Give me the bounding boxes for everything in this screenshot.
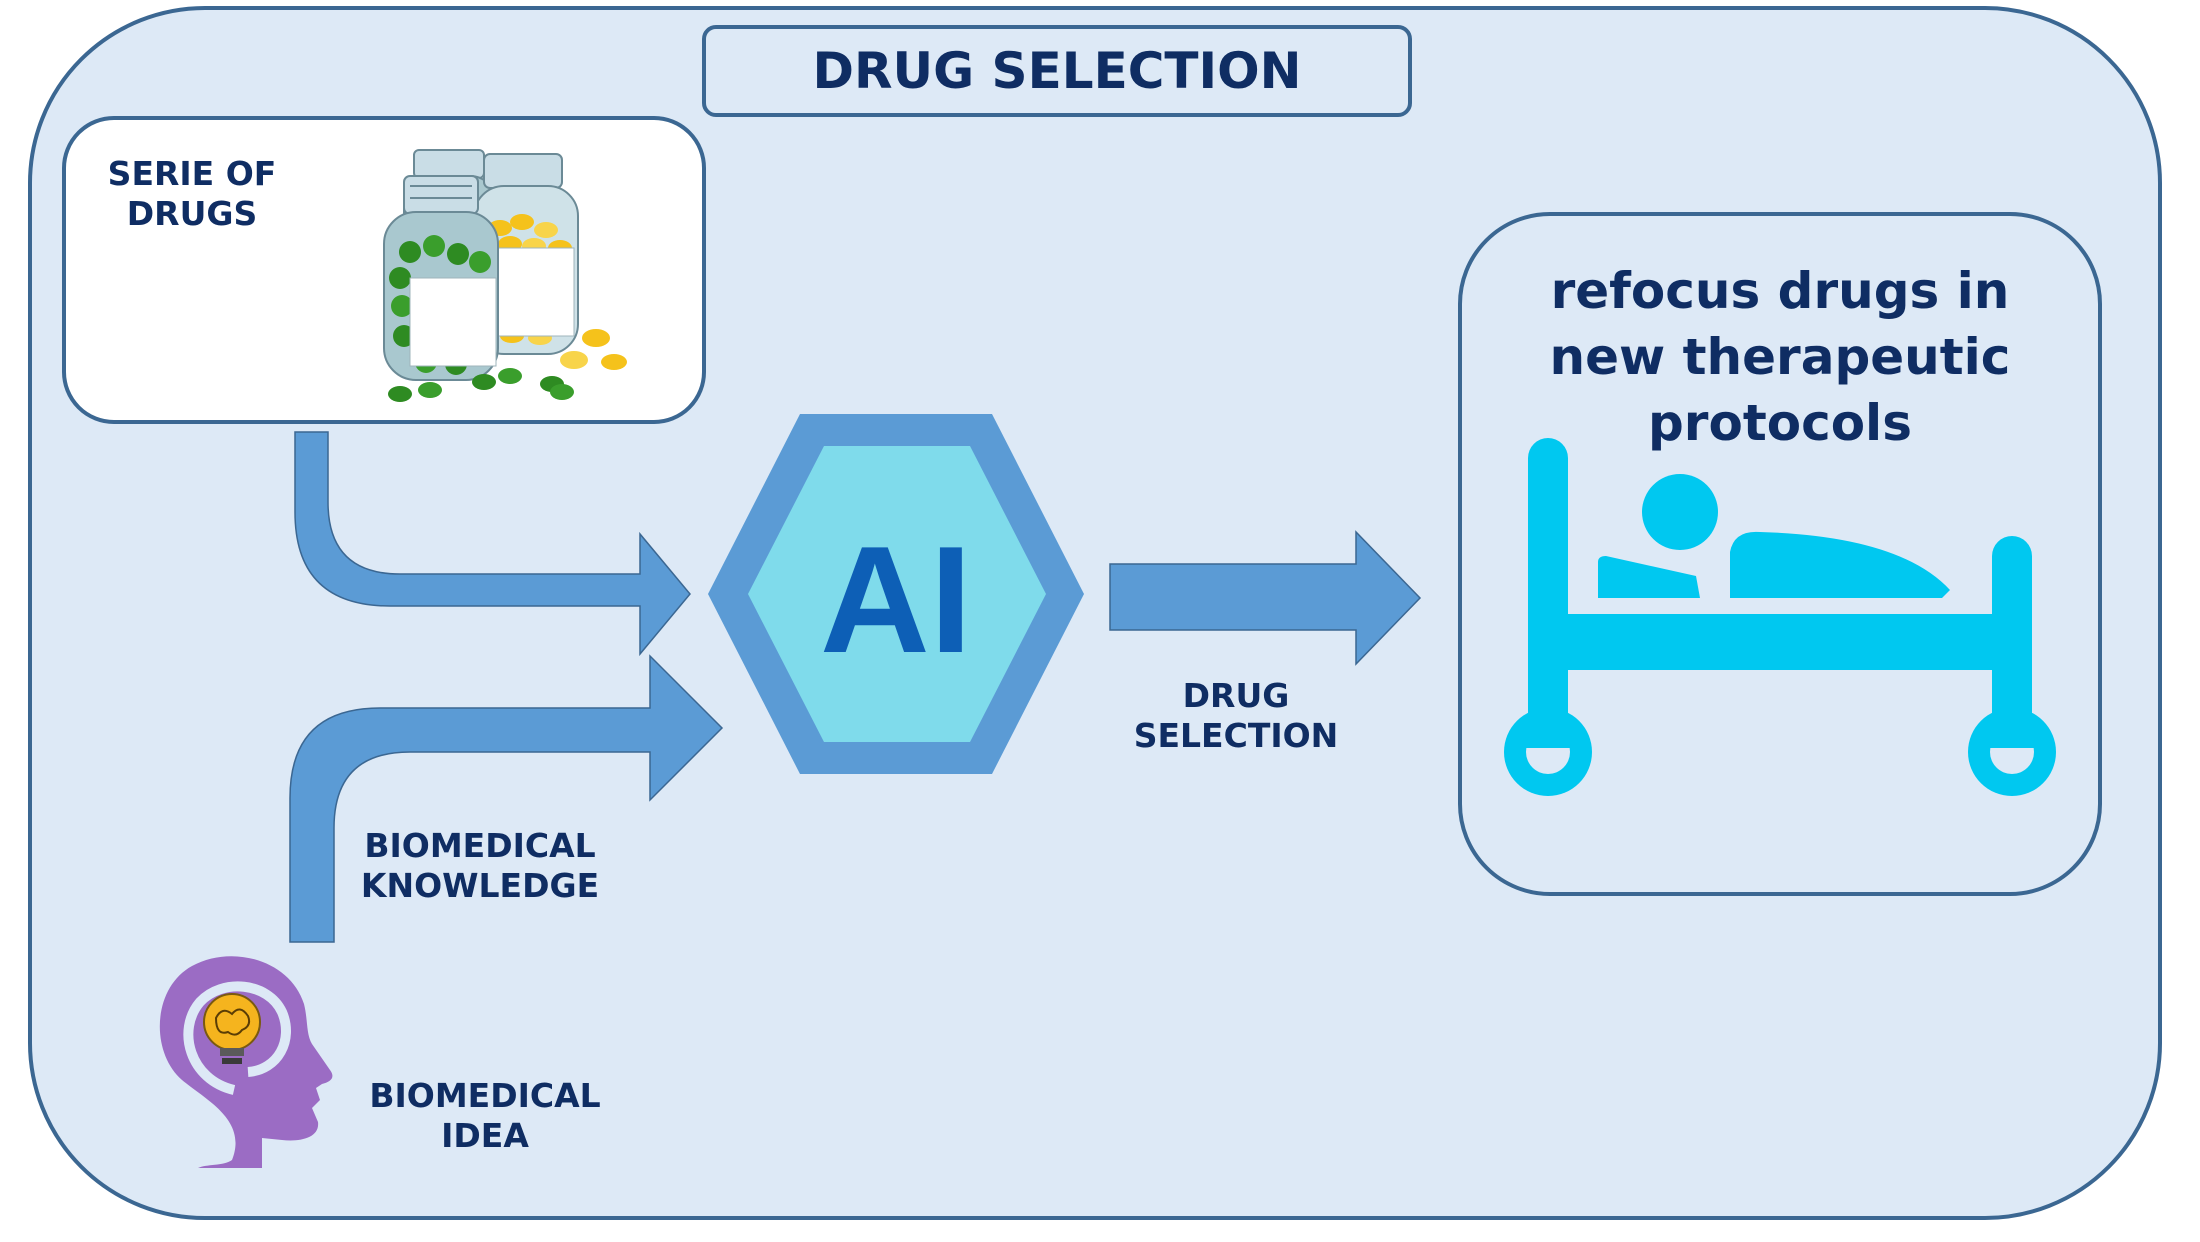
page-title-text: DRUG SELECTION	[812, 42, 1302, 100]
title-box	[702, 25, 1412, 117]
head-lightbulb-icon	[159, 956, 333, 1168]
result-box-label-line3: protocols	[1648, 394, 1912, 452]
page-title: DRUG SELECTION	[704, 36, 1410, 106]
biomedical-idea-label-line2: IDEA	[441, 1115, 529, 1155]
biomedical-knowledge-label: BIOMEDICAL KNOWLEDGE	[340, 826, 620, 905]
biomedical-knowledge-label-line2: KNOWLEDGE	[360, 865, 600, 905]
drug-selection-arrow	[1109, 530, 1422, 666]
drugs-box-label-line1: SERIE OF	[107, 154, 277, 193]
result-box-label-line1: refocus drugs in	[1550, 262, 2010, 320]
result-box-label: refocus drugs in new therapeutic protoco…	[1480, 258, 2080, 456]
drugs-box-label: SERIE OF DRUGS	[92, 154, 292, 233]
hospital-bed-icon	[1504, 438, 2056, 796]
drugs-box-label-line2: DRUGS	[126, 193, 258, 233]
drugs-to-ai-arrow	[294, 431, 691, 657]
drug-selection-arrow-label-line1: DRUG	[1182, 676, 1290, 715]
ai-label: AI	[820, 515, 972, 685]
result-box-label-line2: new therapeutic	[1549, 328, 2011, 386]
biomedical-idea-label-line1: BIOMEDICAL	[369, 1076, 601, 1115]
pill-bottles-icon	[383, 149, 627, 402]
biomedical-knowledge-label-line1: BIOMEDICAL	[364, 826, 596, 865]
ai-hexagon-inner	[748, 446, 1046, 742]
drug-selection-arrow-label: DRUG SELECTION	[1106, 676, 1366, 755]
biomedical-idea-label: BIOMEDICAL IDEA	[345, 1076, 625, 1155]
drug-selection-arrow-label-line2: SELECTION	[1133, 715, 1339, 755]
knowledge-to-ai-arrow	[289, 654, 724, 943]
